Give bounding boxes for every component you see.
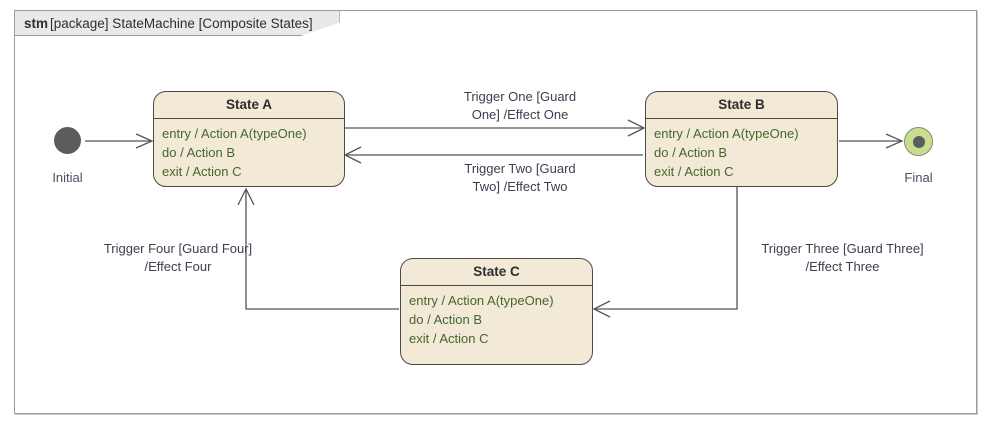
transition-label-trigger-three: Trigger Three [Guard Three] /Effect Thre…	[750, 240, 935, 276]
final-pseudostate-inner-dot	[912, 135, 925, 148]
state-c-exit-action: exit / Action C	[409, 331, 489, 346]
transition-label-trigger-two-line2: Two] /Effect Two	[472, 179, 568, 194]
transition-label-trigger-four-line2: /Effect Four	[144, 259, 212, 274]
state-a-do-action: do / Action B	[162, 145, 235, 160]
transition-label-trigger-two-line1: Trigger Two [Guard	[464, 161, 576, 176]
final-node-label: Final	[904, 170, 933, 185]
state-b-body: entry / Action A(typeOne) do / Action B …	[646, 119, 837, 186]
transition-label-trigger-one-line2: One] /Effect One	[471, 107, 569, 122]
state-c-do-action: do / Action B	[409, 312, 482, 327]
initial-pseudostate-icon[interactable]	[54, 127, 81, 154]
diagram-frame-title: [package] StateMachine [Composite States…	[50, 15, 313, 31]
state-c-body: entry / Action A(typeOne) do / Action B …	[401, 286, 592, 364]
final-pseudostate-icon[interactable]	[904, 127, 933, 156]
diagram-frame-heading: stm [package] StateMachine [Composite St…	[15, 11, 340, 36]
transition-label-trigger-three-line2: /Effect Three	[805, 259, 880, 274]
state-c-entry-action: entry / Action A(typeOne)	[409, 293, 554, 308]
transition-label-trigger-two: Trigger Two [Guard Two] /Effect Two	[420, 160, 620, 196]
initial-node-label: Initial	[52, 170, 83, 185]
diagram-kind-keyword: stm	[24, 15, 49, 31]
transition-label-trigger-four: Trigger Four [Guard Four] /Effect Four	[98, 240, 258, 276]
state-node-state-b[interactable]: State B entry / Action A(typeOne) do / A…	[645, 91, 838, 187]
state-a-title: State A	[154, 92, 344, 119]
state-a-exit-action: exit / Action C	[162, 164, 242, 179]
state-a-entry-action: entry / Action A(typeOne)	[162, 126, 307, 141]
transition-label-trigger-one-line1: Trigger One [Guard	[463, 89, 577, 104]
state-b-title: State B	[646, 92, 837, 119]
state-b-entry-action: entry / Action A(typeOne)	[654, 126, 799, 141]
state-a-body: entry / Action A(typeOne) do / Action B …	[154, 119, 344, 186]
transition-label-trigger-four-line1: Trigger Four [Guard Four]	[103, 241, 253, 256]
state-node-state-c[interactable]: State C entry / Action A(typeOne) do / A…	[400, 258, 593, 365]
transition-label-trigger-one: Trigger One [Guard One] /Effect One	[420, 88, 620, 124]
state-b-do-action: do / Action B	[654, 145, 727, 160]
state-node-state-a[interactable]: State A entry / Action A(typeOne) do / A…	[153, 91, 345, 187]
state-c-title: State C	[401, 259, 592, 286]
state-b-exit-action: exit / Action C	[654, 164, 734, 179]
transition-label-trigger-three-line1: Trigger Three [Guard Three]	[761, 241, 924, 256]
